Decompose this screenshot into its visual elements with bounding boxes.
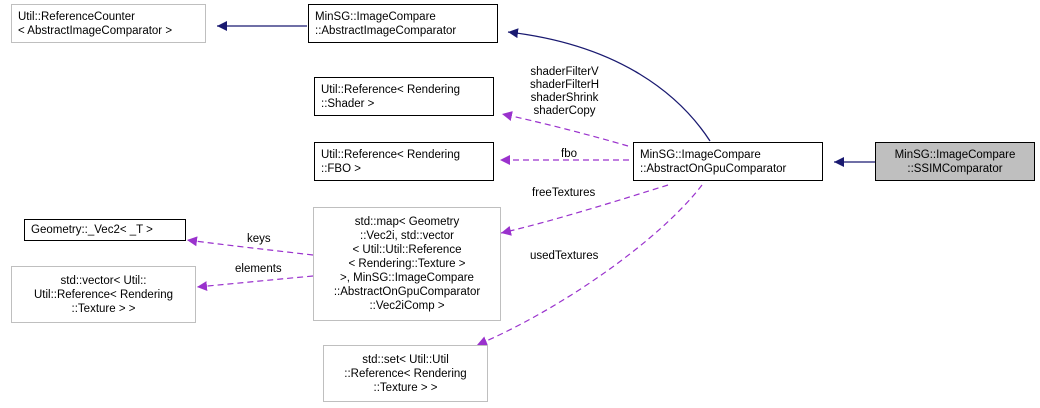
node-label-line: < Util::Util::Reference	[352, 244, 462, 256]
node-geometry-vec2[interactable]: Geometry::_Vec2< _T >	[24, 219, 186, 241]
node-label-line: Util::Reference< Rendering	[321, 148, 461, 161]
node-abstract-on-gpu-comparator[interactable]: MinSG::ImageCompare ::AbstractOnGpuCompa…	[633, 142, 823, 181]
edge-label-free-textures: freeTextures	[532, 187, 596, 199]
node-label-line: ::Texture > >	[373, 381, 438, 394]
edge-usage-used-textures	[476, 184, 703, 346]
node-label-line: < Rendering::Texture >	[348, 258, 466, 270]
node-label-line: Util::Reference< Rendering	[321, 83, 461, 96]
node-label-line: MinSG::ImageCompare	[640, 148, 761, 161]
node-label-line: ::AbstractOnGpuComparator	[640, 162, 787, 175]
edge-usage-shader	[501, 111, 629, 147]
node-label-line: < AbstractImageComparator >	[18, 24, 173, 37]
node-label-line: ::SSIMComparator	[907, 162, 1003, 175]
node-std-set-textures: std::set< Util::Util ::Reference< Render…	[323, 345, 488, 402]
node-label-line: ::Texture > >	[71, 302, 136, 315]
edge-usage-free-textures	[500, 184, 669, 236]
node-label-line: Util::ReferenceCounter	[18, 10, 135, 23]
edge-label-elements: elements	[235, 263, 282, 275]
node-reference-counter: Util::ReferenceCounter < AbstractImageCo…	[11, 4, 206, 43]
node-label-line: std::map< Geometry	[354, 216, 460, 228]
node-label-line: MinSG::ImageCompare	[894, 148, 1016, 161]
edge-label-keys: keys	[247, 233, 271, 245]
node-label-line: ::AbstractImageComparator	[315, 24, 457, 37]
node-label-line: >, MinSG::ImageCompare	[340, 272, 474, 284]
edge-label-fbo: fbo	[561, 148, 577, 160]
node-std-vector-textures: std::vector< Util:: Util::Reference< Ren…	[11, 266, 196, 323]
edge-label-used-textures: usedTextures	[530, 250, 599, 262]
node-ssim-comparator: MinSG::ImageCompare ::SSIMComparator	[875, 142, 1035, 181]
edge-label-shaders: shaderFilterV shaderFilterH shaderShrink…	[530, 66, 599, 118]
node-reference-fbo[interactable]: Util::Reference< Rendering ::FBO >	[314, 142, 494, 181]
node-label-line: Geometry::_Vec2< _T >	[31, 224, 153, 236]
node-label-line: Util::Reference< Rendering	[33, 288, 174, 301]
node-label-line: std::set< Util::Util	[362, 353, 449, 366]
edge-label-line: shaderShrink	[530, 92, 599, 104]
node-label-line: MinSG::ImageCompare	[315, 10, 436, 23]
node-abstract-image-comparator[interactable]: MinSG::ImageCompare ::AbstractImageCompa…	[308, 4, 498, 43]
node-label-line: ::Shader >	[321, 97, 375, 110]
edge-usage-keys	[186, 236, 314, 256]
edge-label-line: shaderFilterV	[530, 66, 599, 78]
node-label-line: ::AbstractOnGpuComparator	[333, 286, 481, 298]
node-label-line: ::Vec2iComp >	[369, 300, 445, 312]
node-std-map-textures: std::map< Geometry ::Vec2i, std::vector …	[313, 207, 501, 321]
edge-usage-elements	[196, 275, 314, 292]
node-label-line: std::vector< Util::	[60, 274, 147, 287]
node-label-line: ::Reference< Rendering	[344, 367, 467, 380]
node-label-line: ::FBO >	[321, 162, 361, 175]
node-label-line: ::Vec2i, std::vector	[360, 230, 454, 242]
node-reference-shader[interactable]: Util::Reference< Rendering ::Shader >	[314, 77, 494, 116]
edge-inherit-abstract-image-comparator	[507, 28, 711, 142]
edge-label-line: shaderCopy	[533, 105, 596, 117]
edge-label-line: shaderFilterH	[530, 79, 600, 91]
